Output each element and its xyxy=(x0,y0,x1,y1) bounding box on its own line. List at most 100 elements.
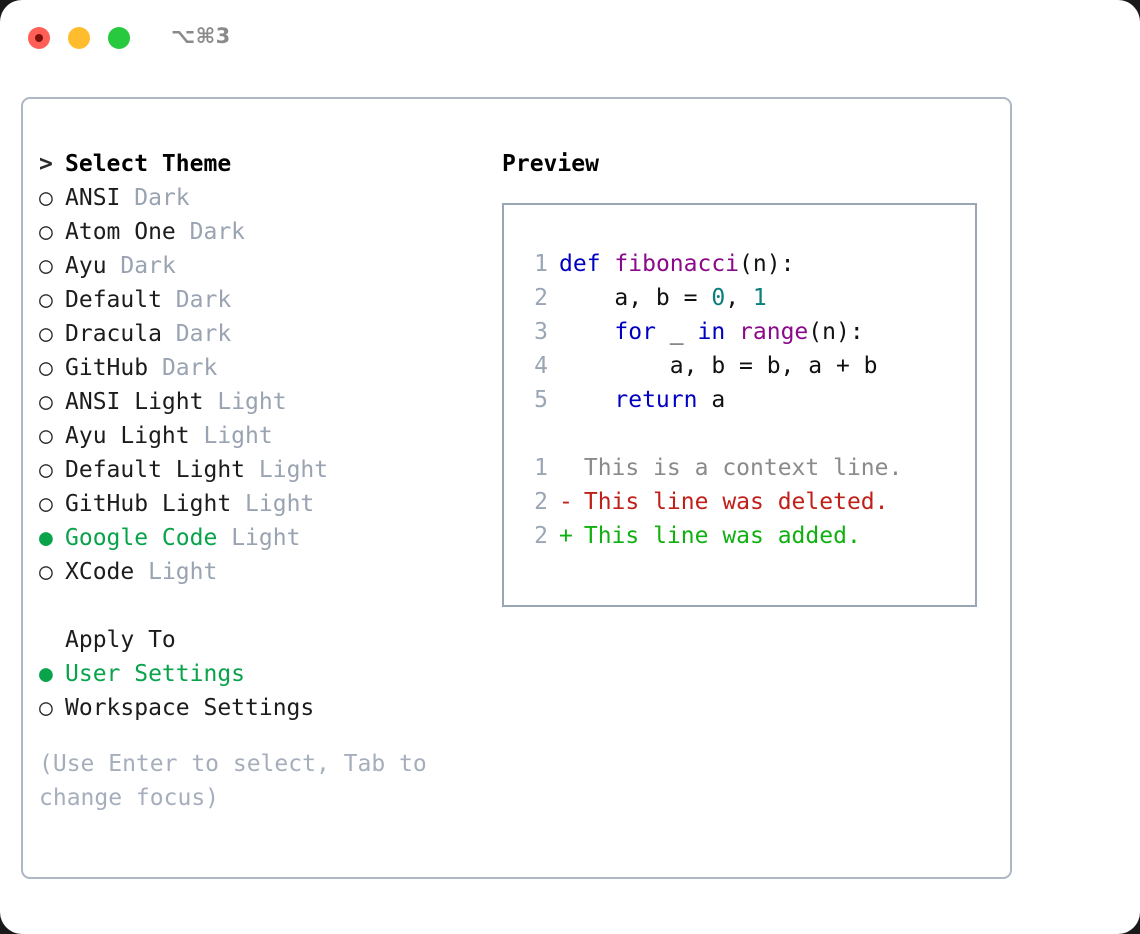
theme-name-label: Ayu Light xyxy=(65,423,190,449)
diff-sign: - xyxy=(559,489,573,515)
theme-list-item[interactable]: ○ ANSI Light Light xyxy=(39,385,479,419)
theme-name-label: ANSI Light xyxy=(65,389,204,415)
theme-name-label: Default xyxy=(65,287,162,313)
apply-to-label: User Settings xyxy=(65,661,246,687)
maximize-button[interactable] xyxy=(108,27,130,49)
line-number: 5 xyxy=(534,387,548,413)
code-token: range xyxy=(739,319,809,345)
theme-type-label: Light xyxy=(203,423,273,449)
line-number: 1 xyxy=(534,455,548,481)
diff-line: 2- This line was deleted. xyxy=(518,485,969,519)
theme-type-label: Dark xyxy=(161,355,218,381)
theme-list-item[interactable]: ●Google Code Light xyxy=(39,521,479,555)
radio-unselected-icon[interactable]: ○ xyxy=(39,355,53,381)
theme-name-label: Atom One xyxy=(65,219,176,245)
theme-list-item[interactable]: ○ Default Light Light xyxy=(39,453,479,487)
keyboard-shortcut-label: ⌥⌘3 xyxy=(171,24,231,48)
diff-text: This line was deleted. xyxy=(570,489,889,515)
code-token xyxy=(559,319,614,345)
radio-unselected-icon[interactable]: ○ xyxy=(39,219,53,245)
theme-list-item[interactable]: ○ Ayu Dark xyxy=(39,249,479,283)
diff-line: 2+ This line was added. xyxy=(518,519,969,553)
code-token: return xyxy=(614,387,698,413)
theme-type-label: Light xyxy=(258,457,329,483)
list-spacer xyxy=(39,589,479,623)
radio-unselected-icon[interactable]: ○ xyxy=(39,423,53,449)
radio-unselected-icon[interactable]: ○ xyxy=(39,491,53,517)
code-token: in xyxy=(697,319,726,345)
theme-list-item[interactable]: ○ XCode Light xyxy=(39,555,479,589)
theme-list-item[interactable]: ○GitHub Dark xyxy=(39,351,479,385)
theme-name-label: Ayu xyxy=(65,253,107,279)
radio-unselected-icon[interactable]: ○ xyxy=(39,389,53,415)
apply-to-item[interactable]: ● User Settings xyxy=(39,657,479,691)
code-token: def xyxy=(559,251,601,277)
code-token: (n): xyxy=(808,319,864,345)
radio-unselected-icon[interactable]: ○ xyxy=(39,287,53,313)
diff-sign xyxy=(559,451,570,485)
code-token: 1 xyxy=(752,285,767,311)
preview-column: Preview 1 def fibonacci (n): 2 a, b = 0, 1 3… xyxy=(502,147,992,607)
radio-selected-icon[interactable]: ● xyxy=(39,661,53,687)
line-number: 2 xyxy=(534,285,548,311)
apply-to-item[interactable]: ○ Workspace Settings xyxy=(39,691,479,725)
code-token: a, b = b, a + b xyxy=(559,353,878,379)
main-panel: > Select Theme ○ ANSI Dark ○ Atom One Dark ○ A… xyxy=(21,97,1012,879)
radio-unselected-icon[interactable]: ○ xyxy=(39,253,53,279)
theme-list-item[interactable]: ○Dracula Dark xyxy=(39,317,479,351)
theme-type-label: Dark xyxy=(175,287,232,313)
theme-list-item[interactable]: ○ GitHub Light Light xyxy=(39,487,479,521)
theme-name-label: XCode xyxy=(65,559,135,585)
prompt-caret-icon: > xyxy=(39,151,53,177)
diff-text: This line was added. xyxy=(570,523,861,549)
keyboard-hint-text: (Use Enter to select, Tab to change focu… xyxy=(39,751,441,811)
theme-type-label: Light xyxy=(217,389,287,415)
radio-unselected-icon[interactable]: ○ xyxy=(39,321,53,347)
radio-selected-icon[interactable]: ● xyxy=(39,525,53,551)
theme-type-label: Light xyxy=(148,559,218,585)
code-token xyxy=(725,319,739,345)
window-controls xyxy=(28,27,130,49)
code-token: , xyxy=(725,285,753,311)
theme-list-item[interactable]: ○ Atom One Dark xyxy=(39,215,479,249)
code-line: 2 a, b = 0, 1 xyxy=(518,281,969,315)
theme-name-label: ANSI xyxy=(65,185,121,211)
theme-name-label: GitHub Light xyxy=(65,491,232,517)
theme-name-label: Default Light xyxy=(65,457,246,483)
theme-list-item[interactable]: ○ Ayu Light Light xyxy=(39,419,479,453)
radio-unselected-icon[interactable]: ○ xyxy=(39,185,53,211)
theme-type-label: Dark xyxy=(189,219,246,245)
minimize-button[interactable] xyxy=(68,27,90,49)
theme-list-item[interactable]: ○ANSI Dark xyxy=(39,181,479,215)
line-number: 4 xyxy=(534,353,548,379)
preview-heading: Preview xyxy=(502,151,599,177)
line-number: 3 xyxy=(534,319,548,345)
title-bar: ⌥⌘3 xyxy=(0,0,1140,76)
line-number: 1 xyxy=(534,251,548,277)
code-line: 5 return a xyxy=(518,383,969,417)
radio-unselected-icon[interactable]: ○ xyxy=(39,559,53,585)
apply-to-label: Workspace Settings xyxy=(65,695,315,721)
theme-list-item[interactable]: ○ Default Dark xyxy=(39,283,479,317)
code-diff-spacer xyxy=(518,417,969,451)
theme-picker-heading-label: Select Theme xyxy=(65,151,232,177)
radio-unselected-icon[interactable]: ○ xyxy=(39,457,53,483)
theme-type-label: Dark xyxy=(120,253,176,279)
code-token xyxy=(559,387,614,413)
code-token: fibonacci xyxy=(614,251,740,277)
line-number: 2 xyxy=(534,489,548,515)
code-token: _ xyxy=(655,319,698,345)
theme-type-label: Dark xyxy=(175,321,232,347)
theme-type-label: Light xyxy=(245,491,315,517)
close-button[interactable] xyxy=(28,27,50,49)
theme-picker-column: > Select Theme ○ ANSI Dark ○ Atom One Dark ○ A… xyxy=(39,147,479,815)
theme-list[interactable]: ○ ANSI Dark ○ Atom One Dark ○ Ayu Dark ○ Defaul… xyxy=(39,181,479,589)
radio-unselected-icon[interactable]: ○ xyxy=(39,695,53,721)
diff-line: 1 This is a context line. xyxy=(518,451,969,485)
apply-to-list[interactable]: ● User Settings ○ Workspace Settings xyxy=(39,657,479,725)
